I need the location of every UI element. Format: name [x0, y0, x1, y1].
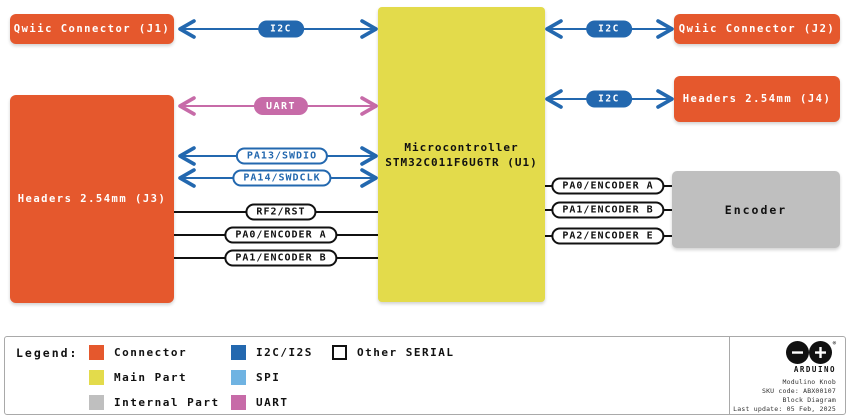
pin-pill-pa2-encoder-e-right: PA2/ENCODER E: [551, 227, 665, 245]
headers-j3-label: Headers 2.54mm (J3): [17, 193, 167, 205]
legend-item-i2c-i2s: I2C/I2S: [231, 345, 313, 360]
encoder-box: Encoder: [672, 171, 840, 248]
pin-pill-pa13-swdio: PA13/SWDIO: [235, 147, 329, 165]
arduino-wordmark: ARDUINO: [793, 365, 836, 374]
pin-pill-pa0-encoder-a-right: PA0/ENCODER A: [551, 177, 665, 195]
legend-item-label: Connector: [114, 346, 188, 359]
internal-part-color-swatch: [89, 395, 104, 410]
encoder-label: Encoder: [724, 202, 788, 217]
qwiic-connector-j2-label: Qwiic Connector (J2): [678, 23, 836, 35]
block-diagram: Qwiic Connector (J1) Qwiic Connector (J2…: [10, 7, 840, 303]
legend-item-connector: Connector: [89, 345, 187, 360]
registered-trademark-mark: ®: [832, 341, 836, 347]
headers-j4-label: Headers 2.54mm (J4): [682, 93, 832, 105]
microcontroller-box: Microcontroller STM32C011F6U6TR (U1): [378, 7, 545, 302]
qwiic-connector-j1-box: Qwiic Connector (J1): [10, 14, 174, 44]
legend-title: Legend:: [16, 346, 79, 360]
legend-item-other-serial: Other SERIAL: [332, 345, 454, 360]
i2c-bus-pill-j1: I2C: [258, 20, 304, 38]
i2c-bus-pill-j4: I2C: [586, 90, 632, 108]
arduino-logo-icon: [785, 341, 832, 364]
microcontroller-label-line1: Microcontroller: [404, 140, 519, 154]
other-serial-color-swatch: [332, 345, 347, 360]
legend-divider: [729, 337, 730, 414]
legend-item-label: Internal Part: [114, 396, 220, 409]
sku-code: SKU code: ABX00107: [761, 387, 836, 395]
pin-pill-rf2-rst: RF2/RST: [245, 203, 317, 221]
brand-block: ® ARDUINO Modulino Knob SKU code: ABX001…: [733, 341, 836, 414]
legend-item-internal-part: Internal Part: [89, 395, 220, 410]
pin-pill-pa1-encoder-b-right: PA1/ENCODER B: [551, 201, 665, 219]
legend-item-label: I2C/I2S: [256, 346, 313, 359]
legend-panel: Legend: Connector Main Part Internal Par…: [4, 336, 846, 415]
i2c-i2s-color-swatch: [231, 345, 246, 360]
headers-j3-box: Headers 2.54mm (J3): [10, 95, 174, 303]
pin-pill-pa14-swdclk: PA14/SWDCLK: [232, 169, 332, 187]
qwiic-connector-j2-box: Qwiic Connector (J2): [674, 14, 840, 44]
uart-bus-pill: UART: [253, 97, 309, 115]
product-name: Modulino Knob: [782, 378, 836, 386]
headers-j4-box: Headers 2.54mm (J4): [674, 76, 840, 122]
legend-item-uart: UART: [231, 395, 289, 410]
legend-item-spi: SPI: [231, 370, 280, 385]
legend-item-label: Main Part: [114, 371, 188, 384]
microcontroller-label-line2: STM32C011F6U6TR (U1): [385, 155, 538, 169]
pin-pill-pa1-encoder-b-left: PA1/ENCODER B: [224, 249, 338, 267]
main-part-color-swatch: [89, 370, 104, 385]
legend-item-label: Other SERIAL: [357, 346, 455, 359]
uart-color-swatch: [231, 395, 246, 410]
last-update: Last update: 05 Feb, 2025: [733, 405, 836, 413]
legend-item-main-part: Main Part: [89, 370, 187, 385]
legend-item-label: SPI: [256, 371, 281, 384]
legend-item-label: UART: [256, 396, 289, 409]
connector-color-swatch: [89, 345, 104, 360]
pin-pill-pa0-encoder-a-left: PA0/ENCODER A: [224, 226, 338, 244]
qwiic-connector-j1-label: Qwiic Connector (J1): [13, 23, 171, 35]
i2c-bus-pill-j2: I2C: [586, 20, 632, 38]
spi-color-swatch: [231, 370, 246, 385]
doc-type: Block Diagram: [782, 396, 836, 404]
